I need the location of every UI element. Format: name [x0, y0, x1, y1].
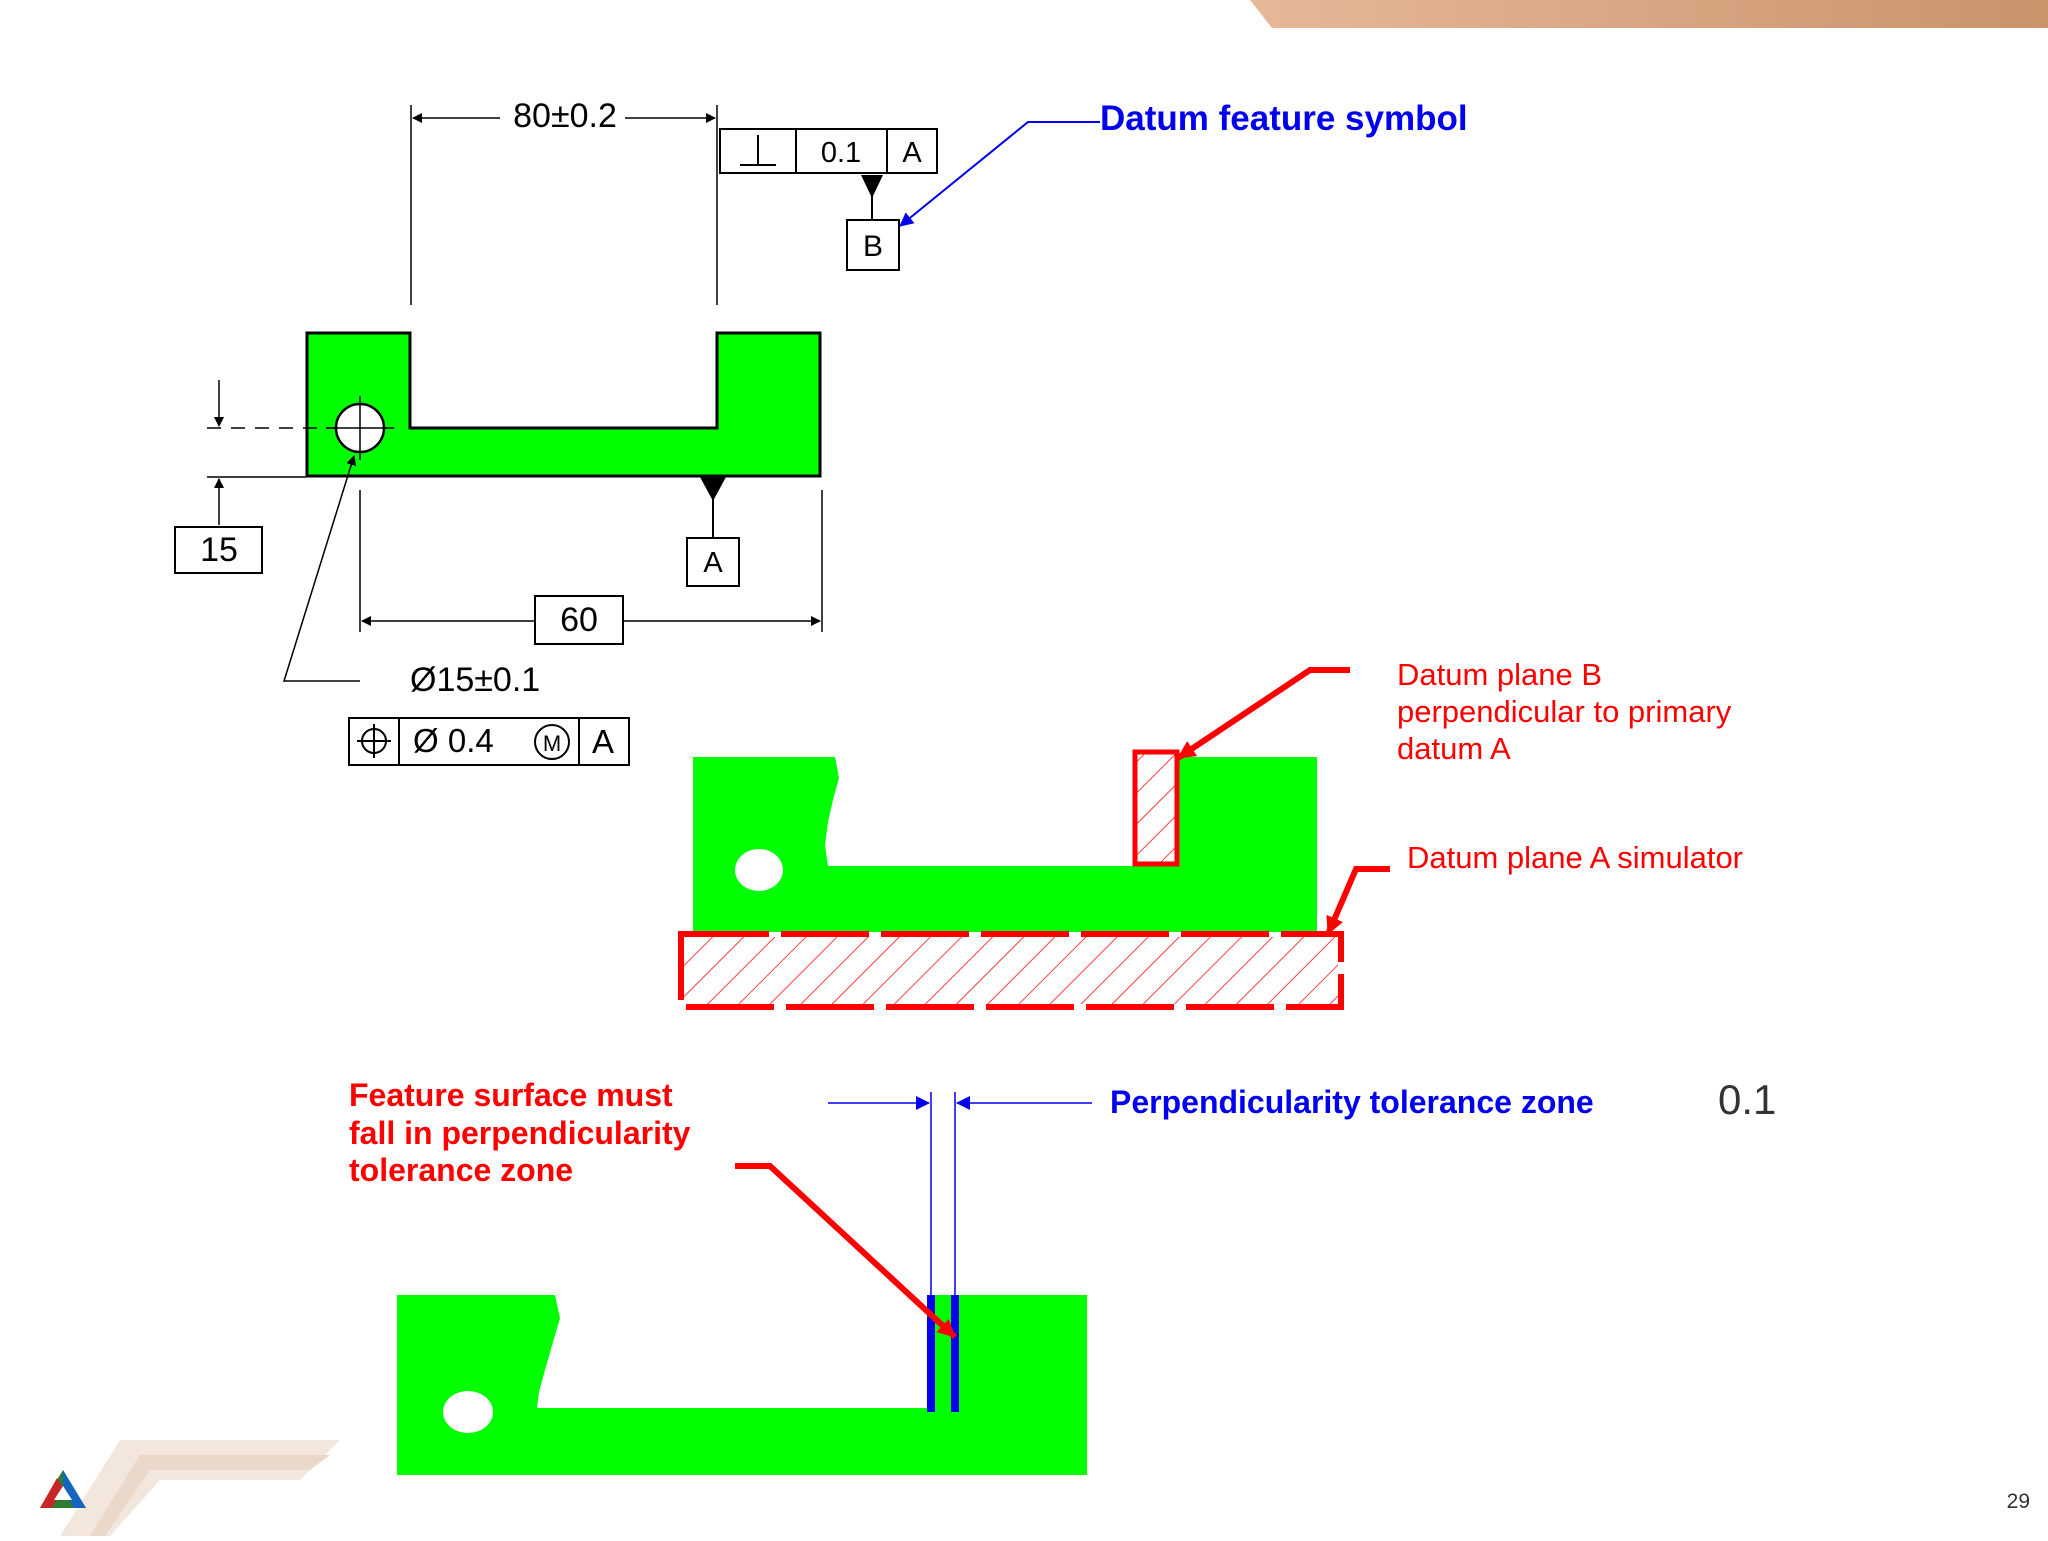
- dim-bottom-60: 60: [560, 601, 598, 639]
- mmc-modifier-icon: M: [534, 724, 570, 760]
- fcf-perpendicularity: 0.1 A: [719, 128, 938, 220]
- svg-text:Ø 0.4: Ø 0.4: [413, 722, 494, 759]
- svg-text:A: A: [703, 547, 723, 579]
- callout-perp-zone: Perpendicularity tolerance zone: [1110, 1084, 1594, 1120]
- svg-text:A: A: [902, 137, 922, 169]
- page-number: 29: [2006, 1490, 2030, 1513]
- callout-datum-plane-a: Datum plane A simulator: [1407, 840, 1743, 875]
- svg-text:perpendicular to primary: perpendicular to primary: [1397, 694, 1732, 729]
- svg-text:M: M: [543, 731, 561, 756]
- svg-text:datum A: datum A: [1397, 731, 1511, 766]
- logo-icon: [40, 1470, 86, 1508]
- svg-text:0.1: 0.1: [821, 137, 861, 169]
- svg-text:B: B: [863, 230, 883, 263]
- fcf-position: Ø 0.4 M A: [348, 717, 630, 766]
- dim-left-15: 15: [200, 531, 238, 569]
- dim-top-80: 80±0.2: [513, 97, 617, 135]
- dim-left-box: [174, 526, 263, 574]
- drawing-1: 80±0.2 0.1 A B A 15: [174, 97, 1468, 766]
- callout-datum-feature-symbol: Datum feature symbol: [1100, 99, 1468, 138]
- datum-b-box: [846, 219, 900, 271]
- svg-text:Datum plane B: Datum plane B: [1397, 657, 1602, 692]
- dim-bottom-box: [534, 595, 624, 645]
- position-symbol-icon: [357, 724, 391, 758]
- perpendicularity-symbol-icon: [740, 135, 776, 166]
- part-3: [397, 1295, 1087, 1475]
- svg-text:Feature surface must: Feature surface must: [349, 1077, 673, 1113]
- part-2: [693, 757, 1317, 932]
- callout-perp-value: 0.1: [1718, 1076, 1776, 1123]
- svg-text:A: A: [592, 723, 614, 760]
- drawing-2: Datum plane B perpendicular to primary d…: [678, 657, 1743, 1010]
- u-part-outline: [305, 331, 822, 478]
- callout-feature-surface: Feature surface must fall in perpendicul…: [349, 1077, 691, 1188]
- callout-datum-plane-b: Datum plane B perpendicular to primary d…: [1397, 657, 1732, 766]
- svg-text:tolerance zone: tolerance zone: [349, 1152, 573, 1188]
- hole-dim: Ø15±0.1: [410, 661, 540, 699]
- svg-text:fall in perpendicularity: fall in perpendicularity: [349, 1115, 691, 1151]
- footer-decoration: [60, 1440, 340, 1536]
- header-band: [1250, 0, 2048, 28]
- drawing-3: Perpendicularity tolerance zone 0.1 Feat…: [349, 1076, 1776, 1475]
- datum-a-box: [686, 537, 740, 587]
